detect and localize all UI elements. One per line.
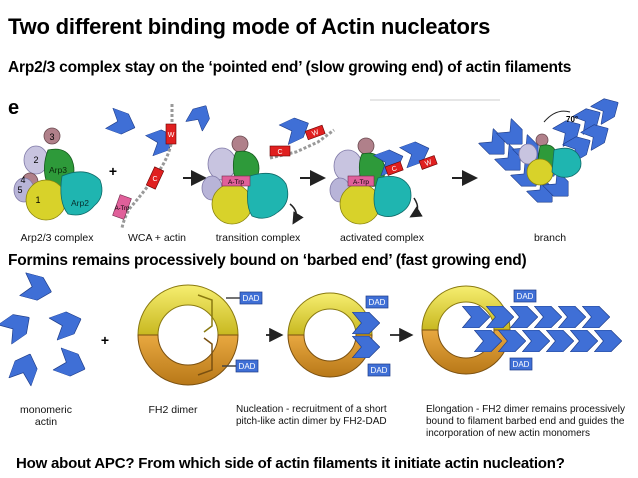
label-3: 3 [49, 132, 54, 142]
svg-text:DAD: DAD [371, 366, 388, 375]
monomeric-actin-figure [0, 272, 90, 387]
elongation-figure: DAD DAD [421, 285, 622, 375]
svg-text:A-Trp: A-Trp [353, 179, 369, 186]
svg-text:DAD: DAD [239, 362, 256, 371]
plus-sign-1: + [109, 163, 117, 179]
arp23-complex-figure [13, 127, 103, 221]
svg-text:W: W [424, 159, 433, 168]
fh2-dimer-figure: DAD DAD [137, 284, 263, 386]
caption-branch: branch [533, 232, 567, 244]
subunit-1-shape [25, 179, 67, 221]
svg-text:W: W [168, 132, 175, 139]
wca-actin-figure [105, 100, 215, 157]
caption-arp23-complex: Arp2/3 complex [20, 232, 94, 244]
activated-complex-figure: A-Trp C W [329, 137, 438, 225]
wca-domains: W C A-Trp [112, 123, 177, 220]
transition-complex-figure: C A-Trp W [201, 113, 335, 225]
plus-sign-2: + [101, 332, 109, 348]
subunit-3-shape [43, 127, 61, 145]
slide-title: Two different binding mode of Actin nucl… [8, 14, 491, 39]
svg-text:W: W [311, 129, 320, 138]
arp2-shape [60, 171, 103, 216]
arp-subtitle: Arp2/3 complex stay on the ‘pointed end’… [8, 59, 572, 76]
svg-text:C: C [391, 165, 398, 173]
label-2: 2 [33, 155, 38, 165]
caption-wca-actin: WCA + actin [127, 232, 187, 244]
branch-figure [478, 93, 624, 210]
svg-text:DAD: DAD [369, 298, 386, 307]
caption-nucleation: Nucleation - recruitment of a short pitc… [236, 404, 387, 427]
svg-text:A-Trp: A-Trp [228, 179, 244, 186]
svg-text:DAD: DAD [517, 292, 534, 301]
label-5: 5 [17, 185, 22, 195]
footer-question: How about APC? From which side of actin … [16, 455, 565, 472]
svg-text:DAD: DAD [243, 294, 260, 303]
label-arp3: Arp3 [49, 165, 67, 175]
angle-label: 70° [566, 115, 578, 124]
svg-text:C: C [152, 176, 157, 183]
nucleation-figure: DAD DAD [287, 292, 391, 378]
svg-text:A-Trp: A-Trp [115, 206, 130, 212]
formin-subtitle: Formins remains processively bound on ‘b… [8, 252, 527, 269]
caption-fh2-dimer: FH2 dimer [148, 404, 198, 416]
caption-elongation: Elongation - FH2 dimer remains processiv… [426, 404, 625, 439]
svg-text:DAD: DAD [513, 360, 530, 369]
label-1: 1 [35, 195, 40, 205]
label-4: 4 [20, 175, 25, 185]
panel-letter: e [8, 97, 20, 119]
caption-monomeric-actin: monomeric actin [20, 404, 72, 428]
caption-activated-complex: activated complex [339, 232, 425, 244]
wca-chain-line [120, 104, 174, 229]
label-arp2: Arp2 [71, 198, 89, 208]
svg-text:C: C [277, 149, 282, 156]
caption-transition-complex: transition complex [215, 232, 301, 244]
